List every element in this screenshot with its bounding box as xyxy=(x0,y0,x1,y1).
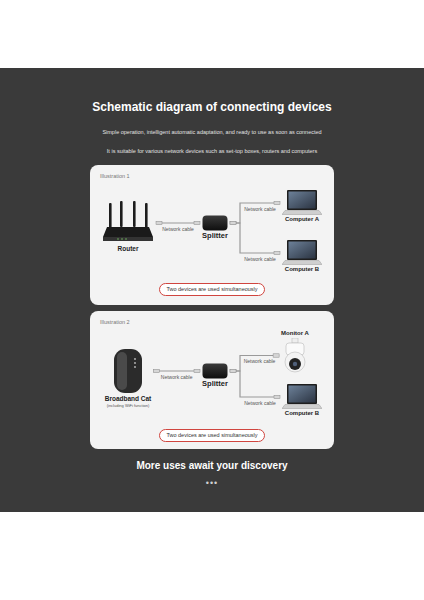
cable-label: Network cable xyxy=(243,358,277,364)
cable-plug xyxy=(230,369,236,372)
computer-device-icon xyxy=(282,384,322,410)
cable-label: Network cable xyxy=(161,226,195,232)
label-holder: It is suitable for various network devic… xyxy=(62,147,362,155)
title-holder: Schematic diagram of connecting devices xyxy=(0,100,424,114)
computer-device: Computer B xyxy=(280,239,324,275)
node-label: Computer B xyxy=(285,266,319,274)
router-device: Router xyxy=(100,200,156,254)
node-label: Two devices are used simultaneously xyxy=(166,286,257,293)
cable-plug xyxy=(274,251,280,254)
monitor-camera-picture xyxy=(285,338,305,372)
cable-plug xyxy=(230,221,236,224)
node-label: Computer B xyxy=(285,410,319,418)
node-label: Monitor A xyxy=(281,330,309,338)
cable-label: Network cable xyxy=(243,206,277,212)
cable-plug xyxy=(230,369,236,372)
network-cable xyxy=(230,223,280,253)
network-splitter-icon xyxy=(202,363,228,379)
footer-heading: More uses await your discovery xyxy=(0,458,424,473)
cable-plug xyxy=(274,395,280,398)
computer-device-icon xyxy=(282,240,322,266)
network-cable xyxy=(230,371,280,397)
network-splitter: Splitter xyxy=(200,214,230,241)
cable-plug xyxy=(156,221,162,224)
network-cable xyxy=(230,203,280,223)
computer-device-picture xyxy=(282,384,322,409)
broadband-modem-icon xyxy=(111,347,145,395)
computer-device-picture xyxy=(282,240,322,265)
network-splitter-picture xyxy=(203,364,228,379)
cable-plug xyxy=(194,221,200,224)
computer-device: Computer B xyxy=(280,383,324,419)
illustration-card: Illustration 2 Broadband Cat(including Wi… xyxy=(90,311,334,449)
broadband-modem: Broadband Cat(including WiFi function) xyxy=(103,346,154,409)
cable-plug xyxy=(230,221,236,224)
illustration-card: Illustration 1 Router Splitter Computer A Co… xyxy=(90,165,334,305)
monitor-camera-icon xyxy=(283,338,307,374)
network-cable xyxy=(156,222,200,223)
more-dots: ••• xyxy=(0,477,424,491)
network-splitter-icon xyxy=(202,215,228,231)
cable-label: Network cable xyxy=(160,374,194,380)
network-splitter-picture xyxy=(203,216,228,231)
subtitle-text: It is suitable for various network devic… xyxy=(62,147,362,155)
cable-label: Network cable xyxy=(243,400,277,406)
computer-device: Computer A xyxy=(280,189,324,225)
broadband-modem-picture xyxy=(114,349,142,393)
cable-label: Network cable xyxy=(243,256,277,262)
node-label: Splitter xyxy=(202,379,228,388)
cable-plug xyxy=(273,354,279,357)
network-cable xyxy=(153,370,200,371)
node-label: Computer A xyxy=(285,216,319,224)
node-sublabel: (including WiFi function) xyxy=(107,403,150,408)
node-label: Router xyxy=(118,245,139,253)
node-label: Illustration 2 xyxy=(100,319,324,326)
network-cable xyxy=(230,356,279,372)
note-pill: Two devices are used simultaneously xyxy=(159,429,264,442)
cable-plug xyxy=(274,201,280,204)
label-holder: More uses await your discovery xyxy=(0,458,424,473)
node-label: Broadband Cat xyxy=(105,395,152,403)
label-holder: Simple operation, intelligent automatic … xyxy=(97,128,327,136)
cable-plug xyxy=(194,369,200,372)
computer-device-icon xyxy=(282,190,322,216)
note-pill: Two devices are used simultaneously xyxy=(159,283,264,296)
router-device-picture xyxy=(103,201,153,241)
cable-plug xyxy=(153,369,159,372)
node-label: Splitter xyxy=(202,231,228,240)
subtitle-text: Simple operation, intelligent automatic … xyxy=(97,128,327,136)
router-device-icon xyxy=(102,201,154,245)
network-splitter: Splitter xyxy=(200,362,230,389)
label-holder: ••• xyxy=(0,477,424,491)
computer-device-picture xyxy=(282,190,322,215)
page-title: Schematic diagram of connecting devices xyxy=(0,100,424,114)
monitor-camera: Monitor A xyxy=(279,329,311,375)
node-label: Illustration 1 xyxy=(100,173,324,180)
node-label: Two devices are used simultaneously xyxy=(166,432,257,439)
